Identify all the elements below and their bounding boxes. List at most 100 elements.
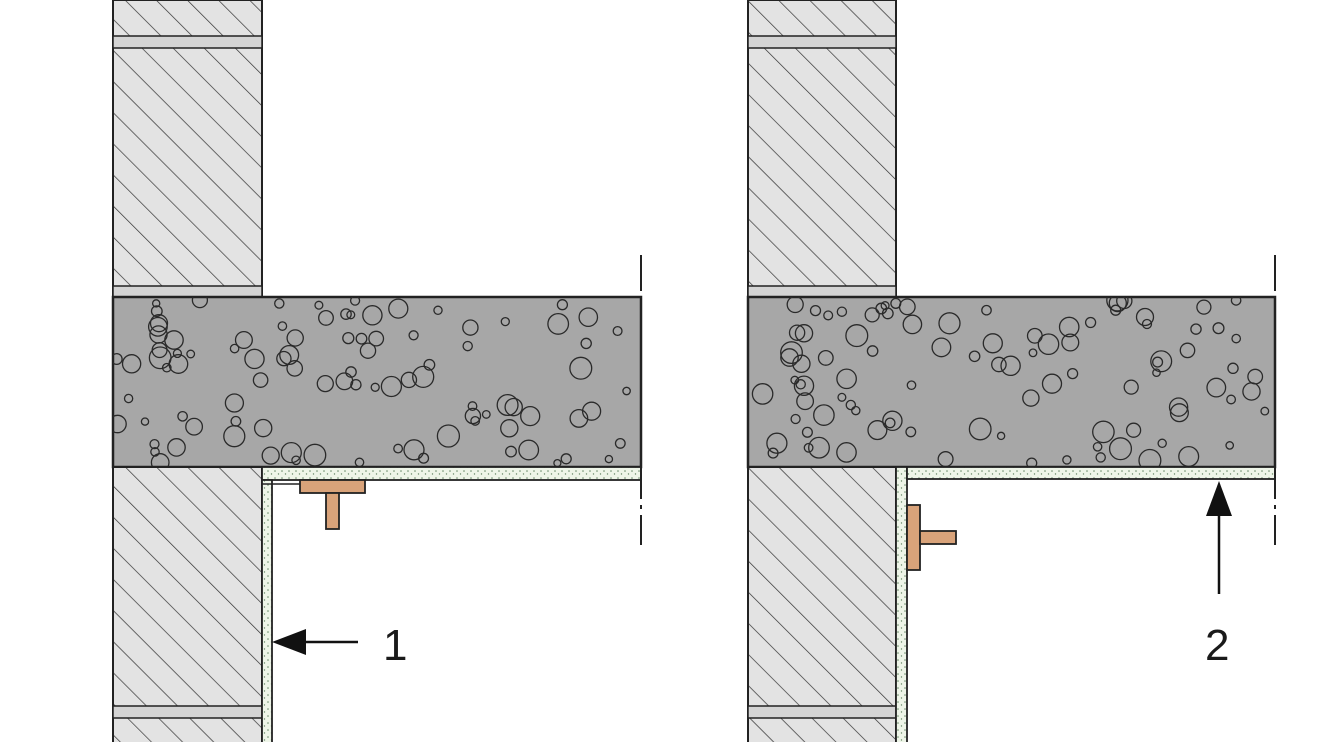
- aggregate-circle: [803, 442, 814, 453]
- aggregate-circle: [788, 324, 806, 341]
- aggregate-circle: [186, 349, 196, 359]
- aggregate-circle: [276, 350, 292, 367]
- aggregate-circle: [1108, 297, 1127, 313]
- aggregate-circle: [464, 407, 482, 425]
- aggregate-circle: [1084, 316, 1097, 329]
- aggregate-circle: [902, 314, 923, 335]
- aggregate-circle: [1206, 377, 1227, 398]
- aggregate-circle: [467, 401, 478, 412]
- aggregate-circle: [481, 409, 491, 419]
- aggregate-circle: [845, 324, 869, 348]
- aggregate-circle: [1260, 406, 1270, 416]
- aggregate-circle: [836, 306, 848, 317]
- aggregate-circle: [981, 304, 992, 316]
- aggregate-circle: [1062, 455, 1072, 465]
- aggregate-circle: [823, 310, 834, 321]
- aggregate-circle: [622, 386, 631, 396]
- aggregate-circle: [931, 337, 952, 358]
- anchor-bracket: [906, 504, 957, 571]
- aggregate-circle: [614, 437, 626, 449]
- aggregate-circle: [286, 329, 304, 347]
- aggregate-circle: [1247, 368, 1264, 385]
- aggregate-circle: [318, 309, 334, 326]
- masonry-wall-upper: [747, 0, 897, 298]
- aggregate-circle: [1125, 422, 1142, 438]
- masonry-wall-lower: [747, 466, 897, 742]
- aggregate-circle: [1226, 394, 1237, 405]
- aggregate-circle: [350, 378, 362, 391]
- aggregate-circle: [277, 321, 288, 331]
- aggregate-circle: [1141, 318, 1153, 330]
- aggregate-circle: [123, 393, 134, 404]
- aggregate-circle: [890, 297, 902, 309]
- aggregate-circle: [1196, 299, 1212, 315]
- aggregate-circle: [496, 393, 519, 417]
- aggregate-circle: [151, 299, 161, 308]
- aggregate-circle: [230, 415, 242, 427]
- callout-arrow-1: [272, 629, 358, 655]
- insulation-ceiling: [261, 466, 642, 481]
- aggregate-circle: [1108, 437, 1133, 461]
- aggregate-circle: [569, 356, 593, 380]
- aggregate-circle: [1066, 367, 1079, 380]
- aggregate-circle: [148, 346, 172, 370]
- insulation-wall: [261, 479, 273, 742]
- panel-left: 1: [111, 0, 643, 742]
- aggregate-circle: [1135, 307, 1155, 327]
- aggregate-circle: [359, 342, 377, 359]
- aggregate-circle: [345, 366, 357, 378]
- aggregate-circle: [370, 382, 380, 392]
- aggregate-circle: [905, 426, 917, 438]
- aggregate-circle: [813, 404, 835, 426]
- aggregate-circle: [1152, 356, 1164, 368]
- aggregate-circle: [408, 330, 419, 341]
- aggregate-circle: [938, 312, 961, 335]
- aggregate-circle: [766, 432, 788, 454]
- aggregate-circle: [560, 453, 572, 465]
- aggregate-circle: [578, 307, 599, 328]
- aggregate-circle: [368, 330, 385, 347]
- aggregate-circle: [462, 319, 479, 336]
- aggregate-circle: [342, 331, 355, 345]
- aggregate-circle: [234, 330, 253, 350]
- aggregate-circle: [340, 308, 352, 320]
- aggregate-circle: [433, 305, 443, 316]
- aggregate-circle: [191, 297, 209, 309]
- aggregate-circle: [500, 419, 519, 438]
- aggregate-circle: [1000, 355, 1021, 377]
- aggregate-circle: [604, 454, 614, 464]
- aggregate-circle: [185, 417, 204, 436]
- callout-arrow-2: [1206, 481, 1232, 594]
- aggregate-circle: [1026, 457, 1038, 467]
- concrete-slab: [746, 295, 1277, 469]
- aggregate-circle: [403, 439, 425, 461]
- aggregate-circle: [167, 438, 186, 457]
- aggregate-circle: [253, 418, 273, 438]
- aggregate-circle: [1037, 333, 1060, 356]
- aggregate-circle: [504, 397, 523, 417]
- aggregate-circle: [968, 417, 992, 441]
- concrete-slab: [111, 295, 643, 469]
- aggregate-circle: [817, 349, 834, 366]
- aggregate-circle: [796, 392, 815, 411]
- aggregate-circle: [1168, 397, 1189, 417]
- aggregate-circle: [1212, 322, 1225, 335]
- aggregate-circle: [423, 358, 436, 371]
- aggregate-circle: [547, 312, 570, 335]
- aggregate-circle: [150, 305, 163, 318]
- aggregate-circle: [991, 356, 1007, 373]
- masonry-wall-upper: [112, 0, 263, 298]
- aggregate-circle: [793, 375, 815, 396]
- aggregate-circle: [1231, 333, 1242, 344]
- aggregate-circle: [881, 307, 894, 320]
- aggregate-circle: [790, 413, 801, 425]
- aggregate-circle: [1150, 350, 1173, 373]
- aggregate-circle: [274, 298, 285, 309]
- aggregate-circle: [1092, 420, 1115, 444]
- aggregate-circle: [968, 350, 981, 363]
- aggregate-circle: [1095, 452, 1106, 463]
- aggregate-circle: [113, 414, 127, 434]
- aggregate-circle: [314, 300, 324, 310]
- aggregate-circle: [500, 316, 510, 327]
